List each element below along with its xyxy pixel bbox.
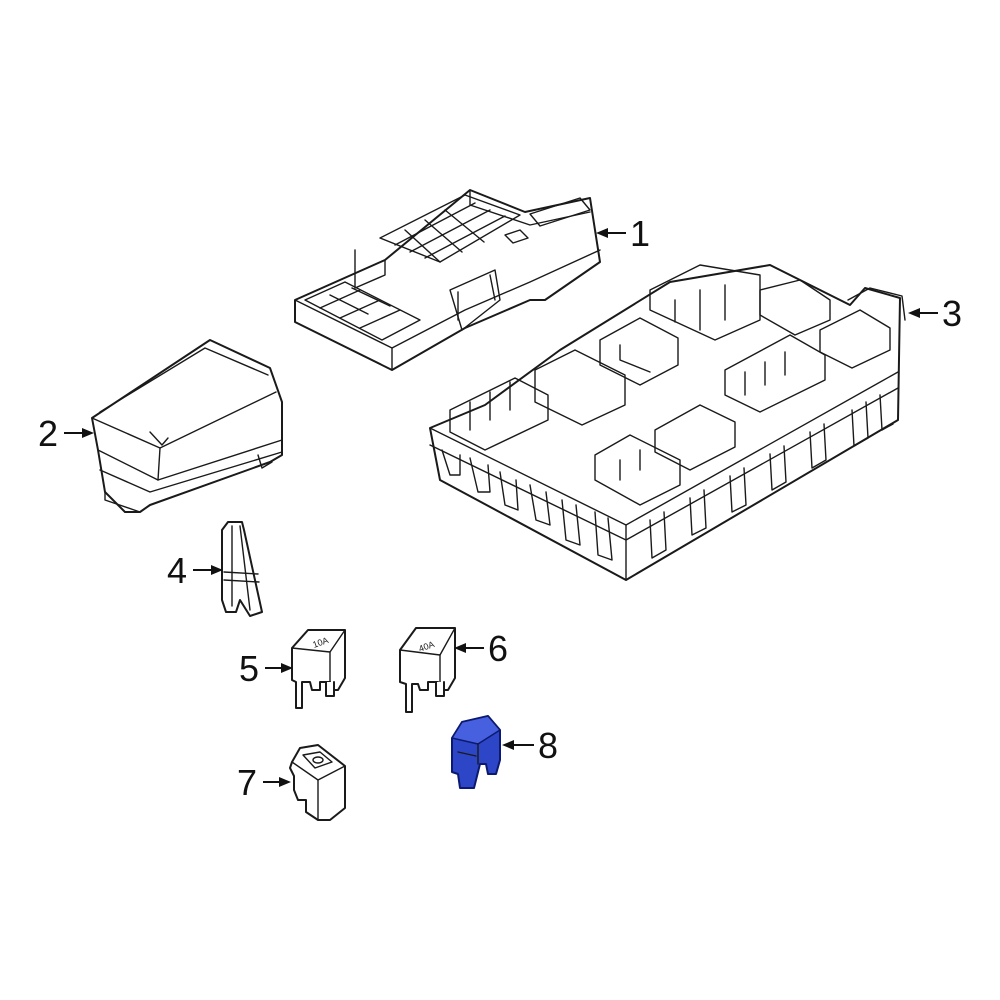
callout-8: 8 [502, 725, 558, 766]
callout-7: 7 [237, 762, 291, 803]
part-7-cartridge-fuse[interactable] [289, 744, 346, 821]
callout-1: 1 [596, 213, 650, 254]
part-4-clip[interactable] [221, 521, 263, 617]
callout-number-8: 8 [538, 725, 558, 766]
callout-3: 3 [908, 293, 962, 334]
callout-number-3: 3 [942, 293, 962, 334]
callout-6: 6 [454, 628, 508, 669]
part-8-maxi-fuse-highlighted[interactable] [451, 715, 501, 789]
callout-2: 2 [38, 413, 94, 454]
callout-5: 5 [239, 648, 293, 689]
part-1-fuse-box-cover[interactable] [294, 189, 601, 371]
callout-number-6: 6 [488, 628, 508, 669]
part-2-relay-box-cover[interactable] [91, 339, 283, 513]
callout-number-7: 7 [237, 762, 257, 803]
callout-number-4: 4 [167, 550, 187, 591]
callout-4: 4 [167, 550, 223, 591]
callout-number-5: 5 [239, 648, 259, 689]
callout-number-2: 2 [38, 413, 58, 454]
part-5-fuse-10a[interactable]: 10A [291, 629, 346, 709]
part-3-fuse-relay-box[interactable] [429, 264, 906, 581]
part-6-fuse-40a[interactable]: 40A [399, 627, 456, 713]
callout-number-1: 1 [630, 213, 650, 254]
